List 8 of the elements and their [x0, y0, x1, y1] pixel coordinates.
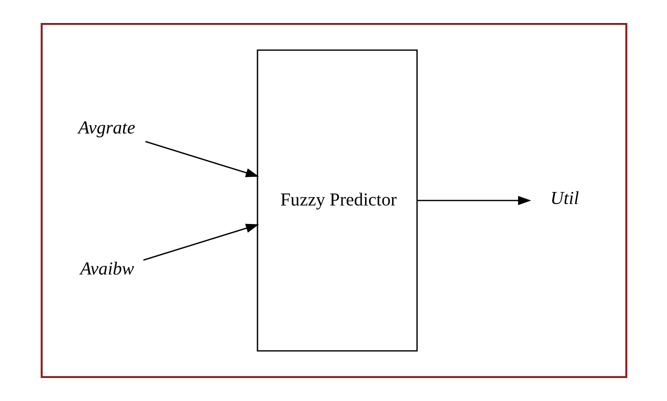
arrow	[416, 196, 531, 206]
cluster	[40, 22, 627, 378]
node-box: Fuzzy Predictor	[256, 49, 418, 352]
node-text: Util	[550, 188, 578, 208]
node-text: Avgrate	[78, 117, 135, 138]
arrow	[144, 140, 258, 178]
node-text: Avaibw	[80, 258, 134, 279]
arrow	[142, 224, 258, 261]
